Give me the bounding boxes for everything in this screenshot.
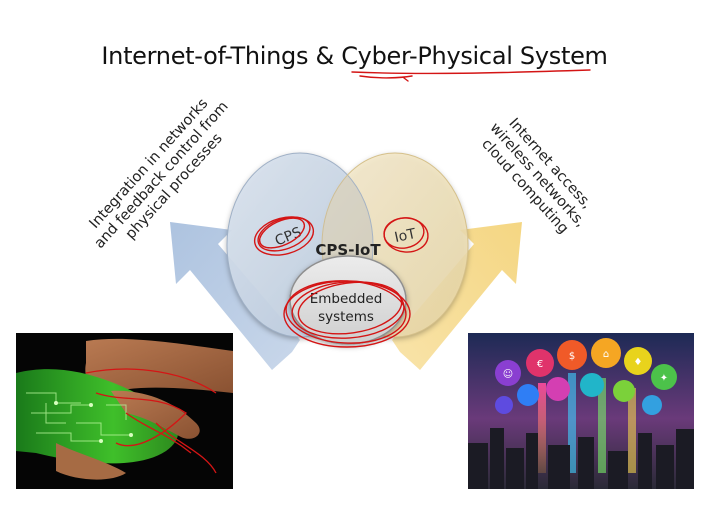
svg-text:✦: ✦ bbox=[660, 373, 668, 384]
smart-city-iot-photo: € $ ⌂ ♦ ✦ ☺ bbox=[468, 333, 694, 489]
svg-text:♦: ♦ bbox=[634, 357, 643, 368]
left-arrow bbox=[170, 222, 300, 370]
slide-title: Internet-of-Things & Cyber-Physical Syst… bbox=[101, 42, 608, 70]
svg-text:€: € bbox=[537, 359, 543, 370]
svg-text:☺: ☺ bbox=[503, 369, 513, 380]
venn-label-embedded-line1: Embedded bbox=[310, 291, 383, 307]
svg-text:$: $ bbox=[569, 351, 575, 362]
venn-label-center: CPS-IoT bbox=[315, 241, 381, 259]
venn-label-embedded-line2: systems bbox=[318, 309, 374, 325]
red-annotations bbox=[253, 69, 591, 348]
robot-human-handshake-photo bbox=[16, 333, 233, 489]
venn-label-iot: IoT bbox=[393, 226, 418, 246]
right-arrow bbox=[392, 222, 522, 370]
svg-text:⌂: ⌂ bbox=[603, 349, 609, 360]
